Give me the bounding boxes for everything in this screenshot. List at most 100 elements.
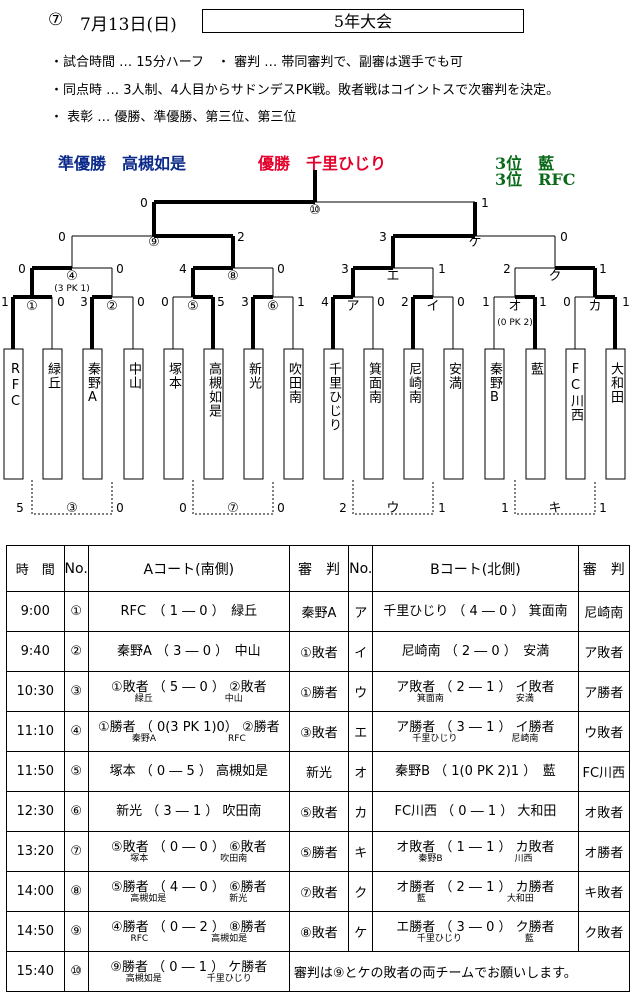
match-label: ⑧ — [227, 269, 239, 284]
match-court-a: 新光 （ 3 ― 1 ） 吹田南 — [87, 791, 290, 832]
referee-a: 新光 — [288, 751, 350, 792]
match-line: 尼崎南 （ 2 ― 0 ） 安満 — [401, 644, 550, 659]
match-line: 秦野B （ 1(0 PK 2)1 ） 藍 — [395, 764, 556, 779]
score: 0 — [179, 501, 187, 515]
match-sub: 塚本 吹田南 — [130, 853, 248, 864]
rule-line: ・ 表彰 … 優勝、準優勝、第三位、第三位 — [50, 110, 297, 125]
match-court-b: 尼崎南 （ 2 ― 0 ） 安満 — [372, 631, 579, 672]
score: 1 — [481, 196, 489, 210]
score: 0 — [457, 295, 465, 309]
score: 1 — [622, 295, 630, 309]
third-place-result: 3位 藍 — [495, 154, 555, 173]
match-court-b: 秦野B （ 1(0 PK 2)1 ） 藍 — [372, 751, 579, 792]
match-label: カ — [588, 299, 601, 314]
schedule-header-row: 時 間 No. Aコート(南側) 審 判 No. Bコート(北側) 審 判 — [6, 545, 631, 592]
score: 0 — [161, 295, 169, 309]
match-label: ⑤ — [187, 299, 199, 314]
team-name: 秦野B — [487, 362, 502, 406]
final-referee-note: 審判は⑨とケの敗者の両チームでお願いします。 — [288, 951, 631, 992]
referee-b: キ敗者 — [577, 871, 631, 912]
score: 3 — [341, 262, 349, 276]
referee-b: ア勝者 — [577, 671, 631, 712]
team-name: 箕面南 — [366, 362, 381, 404]
rule-line: ・同点時 … 3人制、4人目からサドンデスPK戦。敗者戦はコイントスで次審判を決… — [50, 83, 560, 98]
winner-result: 優勝 千里ひじり — [258, 154, 387, 173]
match-court-b: FC川西 （ 0 ― 1 ） 大和田 — [372, 791, 579, 832]
pk-note: (3 PK 1) — [54, 284, 90, 294]
score: 0 — [137, 295, 145, 309]
match-court-a: RFC （ 1 ― 0 ） 緑丘 — [87, 591, 290, 632]
match-line: オ勝者 （ 2 ― 1 ） カ勝者 — [396, 879, 555, 895]
referee-b: ア敗者 — [577, 631, 631, 672]
score: 0 — [563, 295, 571, 309]
match-line: ⑤勝者 （ 4 ― 0 ） ⑥勝者 — [110, 879, 267, 895]
match-number: ⑦ — [63, 831, 89, 872]
match-court-a: 塚本 （ 0 ― 5 ） 高槻如是 — [87, 751, 290, 792]
match-time: 11:10 — [6, 711, 65, 752]
match-line: ア敗者 （ 2 ― 1 ） イ敗者 — [396, 679, 555, 695]
match-time: 14:50 — [6, 911, 65, 952]
match-label-final: ⑩ — [309, 203, 321, 218]
third-place-result: 3位 RFC — [495, 170, 576, 189]
match-number: ① — [63, 591, 89, 632]
match-label: ⑥ — [267, 299, 279, 314]
match-line: ア勝者 （ 3 ― 1 ） イ勝者 — [396, 719, 555, 735]
runner-up-result: 準優勝 高槻如是 — [58, 154, 187, 173]
match-line: ④勝者 （ 0 ― 2 ） ⑧勝者 — [110, 919, 267, 935]
team-name: RFC — [8, 362, 23, 410]
score: 2 — [237, 230, 245, 244]
match-sub: 千里ひじり 尼崎南 — [412, 733, 539, 744]
final-match: ⑨勝者 （ 0 ― 1 ） ケ勝者高槻如是 千里ひじり — [87, 951, 290, 992]
score: 1 — [438, 501, 446, 515]
match-number: イ — [348, 631, 374, 672]
tournament-title: 5年大会 — [202, 9, 524, 33]
score: 0 — [377, 295, 385, 309]
event-number: ⑦ — [48, 10, 64, 30]
score: 0 — [116, 501, 124, 515]
referee-b: ク敗者 — [577, 911, 631, 952]
match-number: ② — [63, 631, 89, 672]
referee-b: 尼崎南 — [577, 591, 631, 632]
match-label: ④ — [66, 269, 78, 284]
match-time: 9:40 — [6, 631, 65, 672]
score: 1 — [599, 262, 607, 276]
match-sub: 緑丘 中山 — [134, 693, 243, 704]
match-court-b: ア勝者 （ 3 ― 1 ） イ勝者千里ひじり 尼崎南 — [372, 711, 579, 752]
match-number: ア — [348, 591, 374, 632]
schedule-table: 時 間 No. Aコート(南側) 審 判 No. Bコート(北側) 審 判 9:… — [6, 545, 631, 992]
match-time: 10:30 — [6, 671, 65, 712]
match-number: ⑤ — [63, 751, 89, 792]
score: 0 — [560, 230, 568, 244]
score: 0 — [58, 230, 66, 244]
match-time: 11:50 — [6, 751, 65, 792]
match-line: ⑤敗者 （ 0 ― 0 ） ⑥敗者 — [110, 839, 267, 855]
match-sub: 高槻如是 新光 — [130, 893, 248, 904]
match-line: ①勝者 （ 0(3 PK 1)0） ②勝者 — [98, 719, 280, 735]
header-court-b: Bコート(北側) — [372, 545, 579, 592]
match-number: ⑨ — [63, 911, 89, 952]
team-name: 新光 — [246, 362, 261, 390]
match-number: ケ — [348, 911, 374, 952]
team-name: 尼崎南 — [406, 362, 421, 404]
match-number: ⑩ — [63, 951, 89, 992]
score: 1 — [599, 501, 607, 515]
consolation-label: キ — [548, 501, 561, 516]
score: 1 — [482, 295, 490, 309]
match-sub: 秦野B 川西 — [418, 853, 533, 864]
match-line: 新光 （ 3 ― 1 ） 吹田南 — [116, 804, 262, 819]
match-time: 9:00 — [6, 591, 65, 632]
referee-b: オ勝者 — [577, 831, 631, 872]
team-name: 安満 — [446, 362, 461, 390]
consolation-label: ウ — [386, 501, 399, 516]
match-number: ⑧ — [63, 871, 89, 912]
match-court-b: エ勝者 （ 3 ― 0 ） ク勝者千里ひじり 藍 — [372, 911, 579, 952]
match-line: エ勝者 （ 3 ― 0 ） ク勝者 — [396, 919, 555, 935]
score: 1 — [539, 295, 547, 309]
referee-a: ③敗者 — [288, 711, 350, 752]
team-name: 千里ひじり — [326, 362, 341, 432]
